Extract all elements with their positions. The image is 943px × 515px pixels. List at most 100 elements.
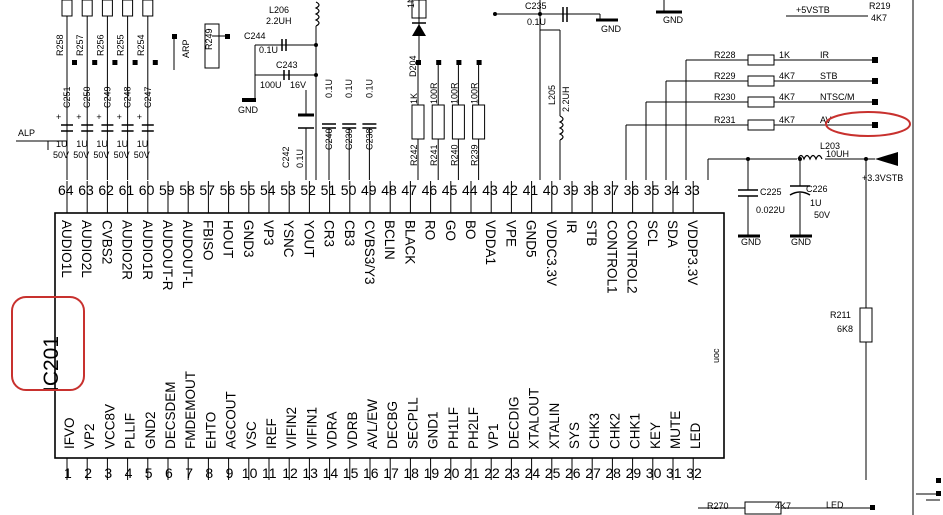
pin-number: 64 (58, 182, 74, 198)
resistor-ref: R240 (449, 144, 459, 166)
pin-label: AUDIO2L (79, 220, 94, 278)
pin-label: RO (423, 220, 438, 240)
pin-number: 16 (363, 465, 379, 481)
pin-number: 14 (323, 465, 339, 481)
pin-number: 24 (525, 465, 541, 481)
pin-number: 23 (504, 465, 520, 481)
pin-label: AUDIO1R (140, 220, 155, 280)
pin-label: DECBG (385, 401, 400, 449)
c242-value: 0.1U (295, 149, 305, 168)
pin-label: VP1 (486, 423, 501, 449)
pin-number: 18 (403, 465, 419, 481)
pin-label: GND3 (241, 220, 256, 258)
cap-value: 0.1U (364, 79, 374, 98)
cap-ref: C251 (62, 86, 72, 108)
pin-number: 45 (442, 182, 458, 198)
resistor-value: 100R (449, 82, 459, 104)
pin-number: 22 (484, 465, 500, 481)
resistor-ref: R257 (75, 34, 85, 56)
pin-label: CHK2 (607, 413, 622, 449)
pin-label: AVL/EW (365, 399, 380, 449)
c226-v2: 50V (814, 210, 830, 220)
resistor-ref: R242 (409, 144, 419, 166)
gnd-c235: GND (601, 24, 622, 34)
pin-label: AUDOUT-L (180, 220, 195, 289)
resistor-value: 4K7 (779, 115, 795, 125)
pin-number: 63 (78, 182, 94, 198)
cap-value: 1U (117, 139, 129, 149)
c226-v1: 1U (810, 198, 822, 208)
net-label: AV (820, 115, 831, 125)
c242-ref: C242 (281, 146, 291, 168)
c244-ref: C244 (244, 31, 266, 41)
pin-number: 12 (282, 465, 298, 481)
pin-label: GND2 (143, 411, 158, 449)
pin-number: 52 (300, 182, 316, 198)
pin-number: 4 (125, 465, 133, 481)
pin-label: AUDIO2R (120, 220, 135, 280)
resistor-ref: R254 (136, 34, 146, 56)
pin-number: 51 (321, 182, 337, 198)
r211-ref: R211 (830, 310, 851, 320)
cap-ref: C250 (82, 86, 92, 108)
pin-number: 32 (686, 465, 702, 481)
pin-label: SDA (665, 220, 680, 248)
pin-label: AGCOUT (224, 391, 239, 449)
cap-voltage: 50V (73, 150, 89, 160)
gnd-top: GND (663, 15, 684, 25)
ic-bottom-pin-labels: IFVO1VP22VCC8V3PLLIF4GND25DECSDEM6FMDEMO… (62, 371, 703, 481)
cap-plus: + (76, 112, 81, 122)
pin-number: 9 (226, 465, 234, 481)
pin-label: SECPLL (405, 397, 420, 449)
pin-number: 55 (240, 182, 256, 198)
pin-label: VPE (503, 220, 518, 247)
pin-number: 15 (343, 465, 359, 481)
net-label: NTSC/M (820, 92, 855, 102)
gnd-l206: GND (238, 105, 259, 115)
resistor-value: 1K (409, 93, 419, 104)
pin-label: IR (564, 220, 579, 234)
connector-dot (416, 60, 421, 65)
gnd-c225: GND (741, 237, 762, 247)
pin-label: GND1 (426, 411, 441, 449)
pin-label: VDRA (325, 411, 340, 449)
pin-label: HOUT (221, 220, 236, 258)
pin-label: CONTROL2 (625, 220, 640, 294)
cap-value: 0.1U (324, 79, 334, 98)
resistor-value: 100R (470, 82, 480, 104)
pin-label: FBISO (200, 220, 215, 261)
pin-number: 2 (84, 465, 92, 481)
d204-ref: D204 (408, 55, 418, 77)
pin-number: 27 (585, 465, 601, 481)
pin-label: CHK1 (628, 413, 643, 449)
resistor-ref: R241 (429, 144, 439, 166)
l206-ref: L206 (269, 5, 289, 15)
pin-label: DECSDEM (163, 381, 178, 449)
l206-value: 2.2UH (266, 16, 292, 26)
pin-label: VSC (244, 421, 259, 449)
pin-label: BLACK (402, 220, 417, 264)
r211-value: 6K8 (837, 324, 853, 334)
resistor-body (747, 96, 775, 108)
ic-body (54, 212, 725, 459)
pin-number: 42 (502, 182, 518, 198)
pin-number: 46 (422, 182, 438, 198)
pin-label: CB3 (342, 220, 357, 246)
c243-v1: 100U (260, 80, 282, 90)
pin-number: 54 (260, 182, 276, 198)
pin-label: PH2LF (466, 407, 481, 449)
connector-dot (112, 60, 118, 65)
pin-number: 21 (464, 465, 480, 481)
pin-number: 60 (139, 182, 155, 198)
connector-dot (872, 99, 878, 105)
c235-ref: C235 (525, 1, 547, 11)
l203-ref: L203 (820, 141, 840, 151)
pin-label: SCL (645, 220, 660, 247)
pin-label: YSNC (281, 220, 296, 258)
pin-number: 56 (220, 182, 236, 198)
resistor-value: 1K (779, 50, 790, 60)
connector-dot (152, 60, 158, 65)
pin-number: 13 (302, 465, 318, 481)
connector-dot (72, 60, 77, 65)
pin-number: 17 (383, 465, 399, 481)
